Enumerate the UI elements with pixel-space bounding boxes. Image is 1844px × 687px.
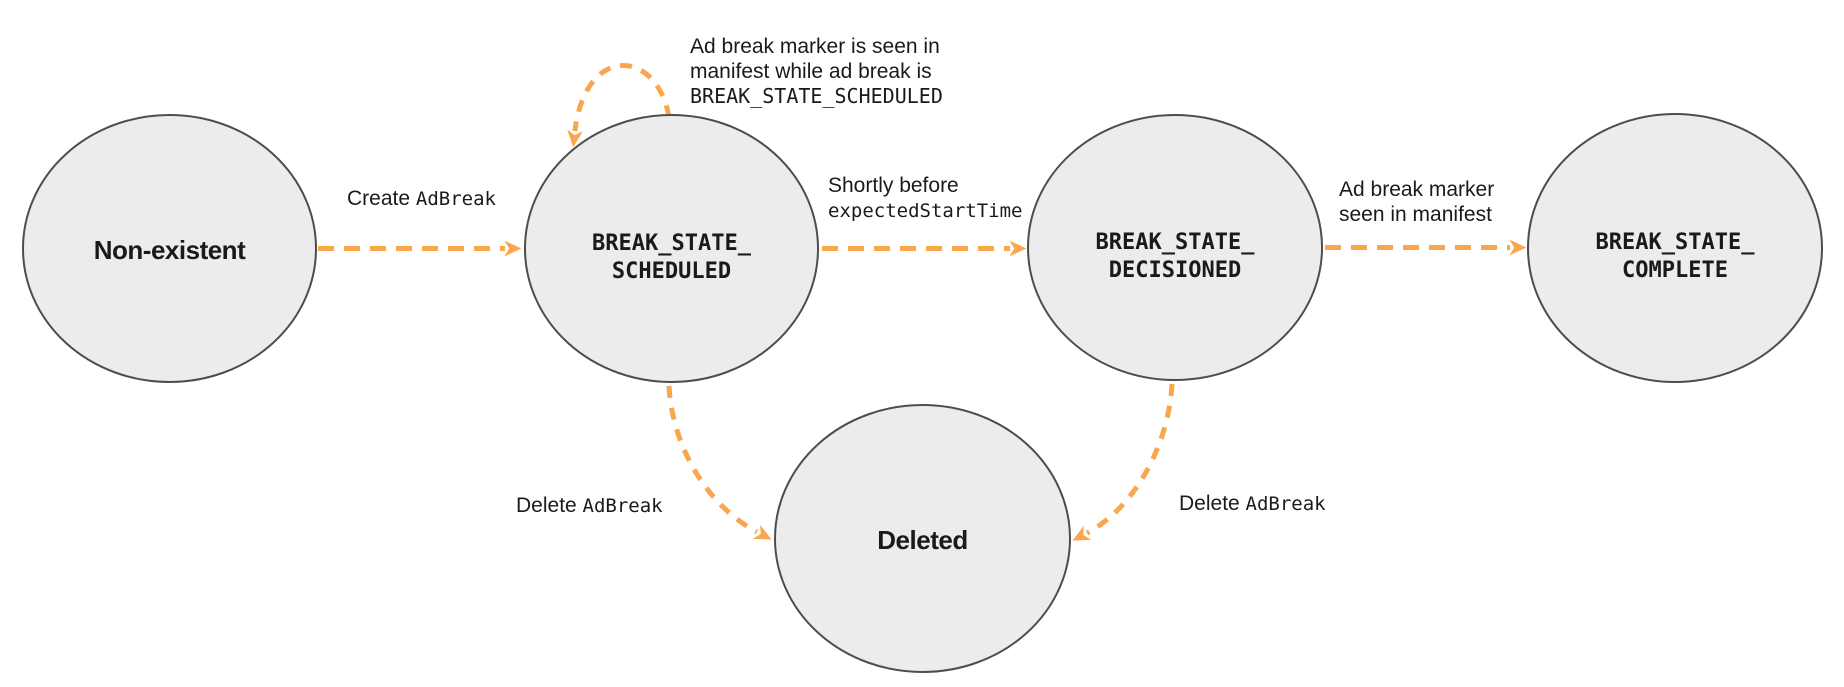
label-create-adbreak-code: AdBreak [416, 188, 497, 210]
node-deleted-label: Deleted [877, 525, 967, 555]
label-delete-adbreak-left: Delete AdBreak [516, 494, 663, 517]
edge-decisioned-to-deleted [1072, 383, 1175, 541]
label-self-loop-line3: BREAK_STATE_SCHEDULED [690, 84, 943, 108]
label-self-loop-line2: manifest while ad break is [690, 60, 932, 83]
node-break-state-complete-label-line2: COMPLETE [1622, 258, 1728, 283]
edge-self-loop-scheduled [567, 63, 672, 148]
label-shortly-before-line1: Shortly before [828, 174, 959, 197]
node-break-state-decisioned [1027, 114, 1323, 381]
node-non-existent-label: Non-existent [94, 235, 246, 265]
label-delete-adbreak-right: Delete AdBreak [1179, 492, 1326, 515]
node-break-state-scheduled [524, 114, 819, 383]
node-break-state-decisioned-label-line2: DECISIONED [1109, 258, 1241, 283]
label-marker-seen-line2: seen in manifest [1339, 203, 1492, 226]
label-create-adbreak: Create AdBreak [347, 187, 497, 210]
node-break-state-decisioned-label-line1: BREAK_STATE_ [1096, 230, 1256, 255]
label-self-loop-line1: Ad break marker is seen in [690, 35, 940, 58]
node-break-state-scheduled-label-line1: BREAK_STATE_ [592, 231, 752, 256]
node-deleted [774, 404, 1071, 673]
node-break-state-complete [1527, 113, 1823, 383]
edge-scheduled-to-deleted [666, 385, 772, 540]
node-break-state-complete-label-line1: BREAK_STATE_ [1596, 230, 1756, 255]
label-shortly-before-line2: expectedStartTime [828, 200, 1022, 222]
node-non-existent [22, 114, 317, 383]
label-create-adbreak-text: Create [347, 187, 416, 210]
node-break-state-scheduled-label-line2: SCHEDULED [612, 259, 731, 284]
label-marker-seen-line1: Ad break marker [1339, 178, 1494, 201]
label-delete-adbreak-right-text: Delete [1179, 492, 1246, 515]
label-delete-adbreak-right-code: AdBreak [1246, 493, 1327, 515]
label-delete-adbreak-left-text: Delete [516, 494, 583, 517]
label-delete-adbreak-left-code: AdBreak [583, 495, 664, 517]
